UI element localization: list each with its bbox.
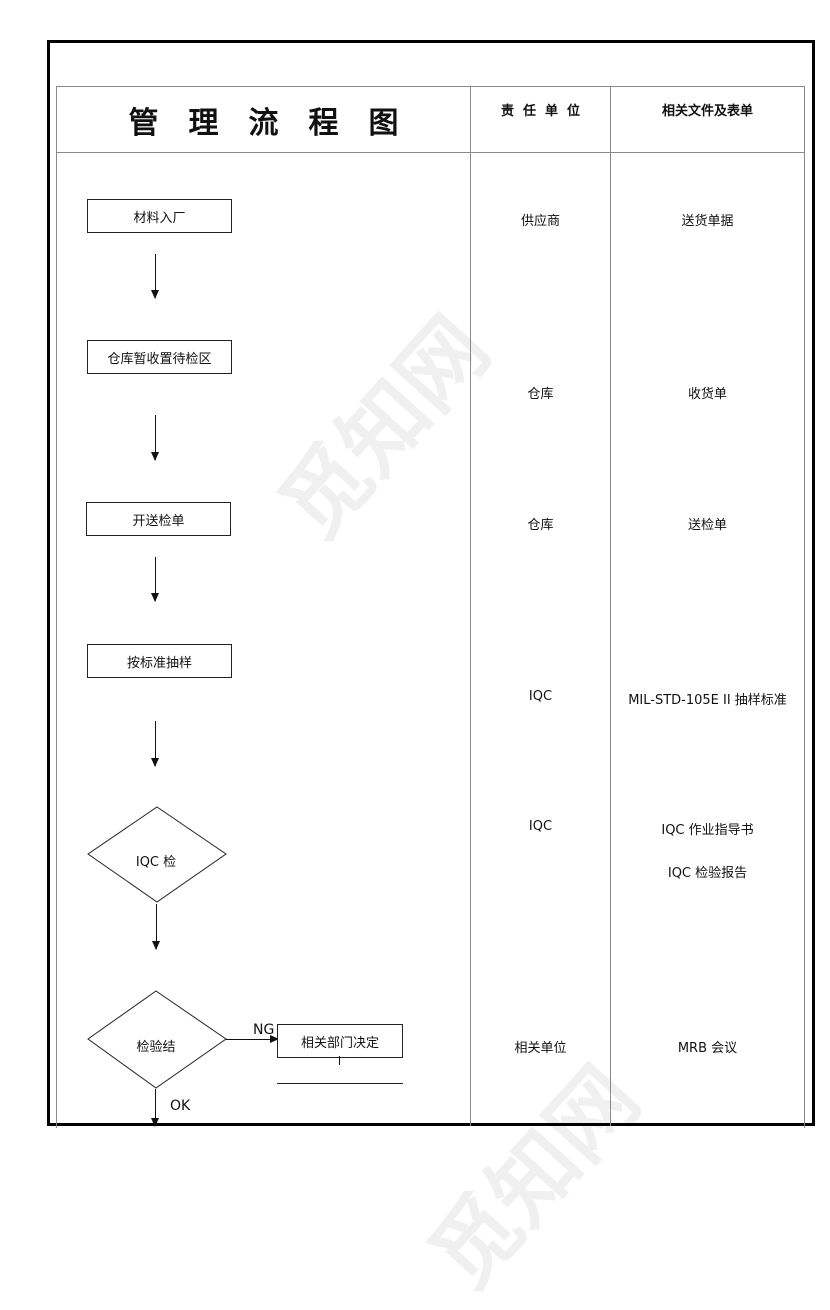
connector-tick [339, 1056, 340, 1065]
ng-arrow-head-icon [270, 1035, 279, 1043]
column-divider-1 [470, 86, 471, 1126]
column-header-documents: 相关文件及表单 [661, 104, 753, 119]
page-title: 管理流程图 [128, 105, 429, 141]
document-sampling-standard: MIL-STD-105E II 抽样标准 [628, 693, 787, 708]
flow-arrow-1 [151, 254, 159, 299]
decision-diamond-iqc [87, 806, 227, 903]
process-box-sampling: 按标准抽样 [87, 644, 232, 678]
flow-arrow-3 [151, 557, 159, 602]
document-iqc-instruction: IQC 作业指导书 [661, 823, 754, 838]
process-box-department-decision: 相关部门决定 [277, 1024, 403, 1058]
responsible-warehouse: 仓库 [527, 387, 554, 402]
column-divider-2 [610, 86, 611, 1126]
document-delivery-note: 送货单据 [681, 214, 734, 229]
process-label: 按标准抽样 [126, 655, 192, 671]
header-divider [56, 152, 805, 153]
process-label: 仓库暂收置待检区 [107, 351, 212, 367]
column-header-responsible: 责任单位 [500, 104, 589, 119]
responsible-iqc: IQC [528, 689, 553, 704]
responsible-supplier: 供应商 [520, 214, 560, 229]
document-receipt: 收货单 [687, 387, 727, 402]
ok-label: OK [170, 1098, 191, 1114]
process-label: 材料入厂 [133, 210, 186, 226]
responsible-iqc: IQC [528, 819, 553, 834]
process-box-material-intake: 材料入厂 [87, 199, 232, 233]
decision-diamond-result [87, 990, 227, 1089]
process-label: 开送检单 [132, 513, 185, 529]
flow-arrow-2 [151, 415, 159, 461]
decision-label: 检验结 [136, 1040, 176, 1055]
decision-label: IQC 检 [135, 855, 177, 870]
process-box-inspection-request: 开送检单 [86, 502, 231, 536]
document-mrb-meeting: MRB 会议 [677, 1041, 738, 1056]
page-frame [47, 40, 815, 1126]
ng-label: NG [253, 1022, 275, 1038]
flow-arrow-4 [151, 721, 159, 767]
ok-arrow [151, 1089, 159, 1127]
process-box-warehouse-holding: 仓库暂收置待检区 [87, 340, 232, 374]
ng-connector [226, 1039, 272, 1040]
responsible-warehouse: 仓库 [527, 518, 554, 533]
process-label: 相关部门决定 [300, 1035, 379, 1051]
connector-line [277, 1083, 403, 1084]
document-inspection-request: 送检单 [687, 518, 727, 533]
responsible-related-units: 相关单位 [514, 1041, 567, 1056]
flow-arrow-5 [152, 904, 160, 950]
flow-table [56, 86, 805, 1128]
document-iqc-report: IQC 检验报告 [667, 866, 748, 881]
